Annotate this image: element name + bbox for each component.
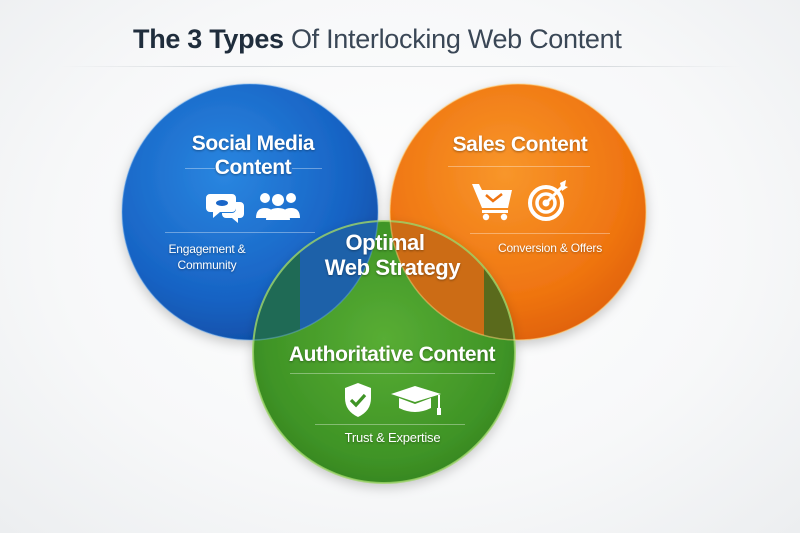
- social-subtitle-line1: Engagement &: [168, 242, 246, 256]
- sales-title: Sales Content: [452, 133, 588, 156]
- authoritative-title: Authoritative Content: [288, 343, 496, 366]
- title-divider: [60, 66, 740, 67]
- shopping-cart-icon: [472, 184, 512, 221]
- social-title-rule-right: [292, 168, 322, 169]
- center-label-line1: Optimal: [345, 230, 425, 255]
- sales-subtitle: Conversion & Offers: [497, 241, 603, 255]
- users-group-icon: [256, 193, 300, 220]
- social-title-line2: Content: [214, 156, 292, 179]
- graduation-cap-icon: [391, 386, 441, 415]
- title-bold-part: The 3 Types: [133, 24, 284, 54]
- authoritative-subtitle: Trust & Expertise: [344, 430, 441, 445]
- authoritative-title-rule: [290, 373, 495, 374]
- social-subtitle-line2: Community: [177, 258, 237, 272]
- social-subtitle-rule: [165, 232, 315, 233]
- social-title-rule-left: [185, 168, 215, 169]
- social-title-line1: Social Media: [191, 132, 315, 155]
- sales-subtitle-rule: [470, 233, 610, 234]
- title-light-part: Of Interlocking Web Content: [283, 24, 622, 54]
- sales-title-rule: [448, 166, 590, 167]
- chat-bubbles-icon: [206, 194, 244, 223]
- center-label-line2: Web Strategy: [324, 255, 461, 280]
- shield-check-icon: [345, 383, 371, 417]
- target-icon: [528, 180, 568, 221]
- authoritative-subtitle-rule: [315, 424, 465, 425]
- page-title: The 3 Types Of Interlocking Web Content: [133, 24, 622, 55]
